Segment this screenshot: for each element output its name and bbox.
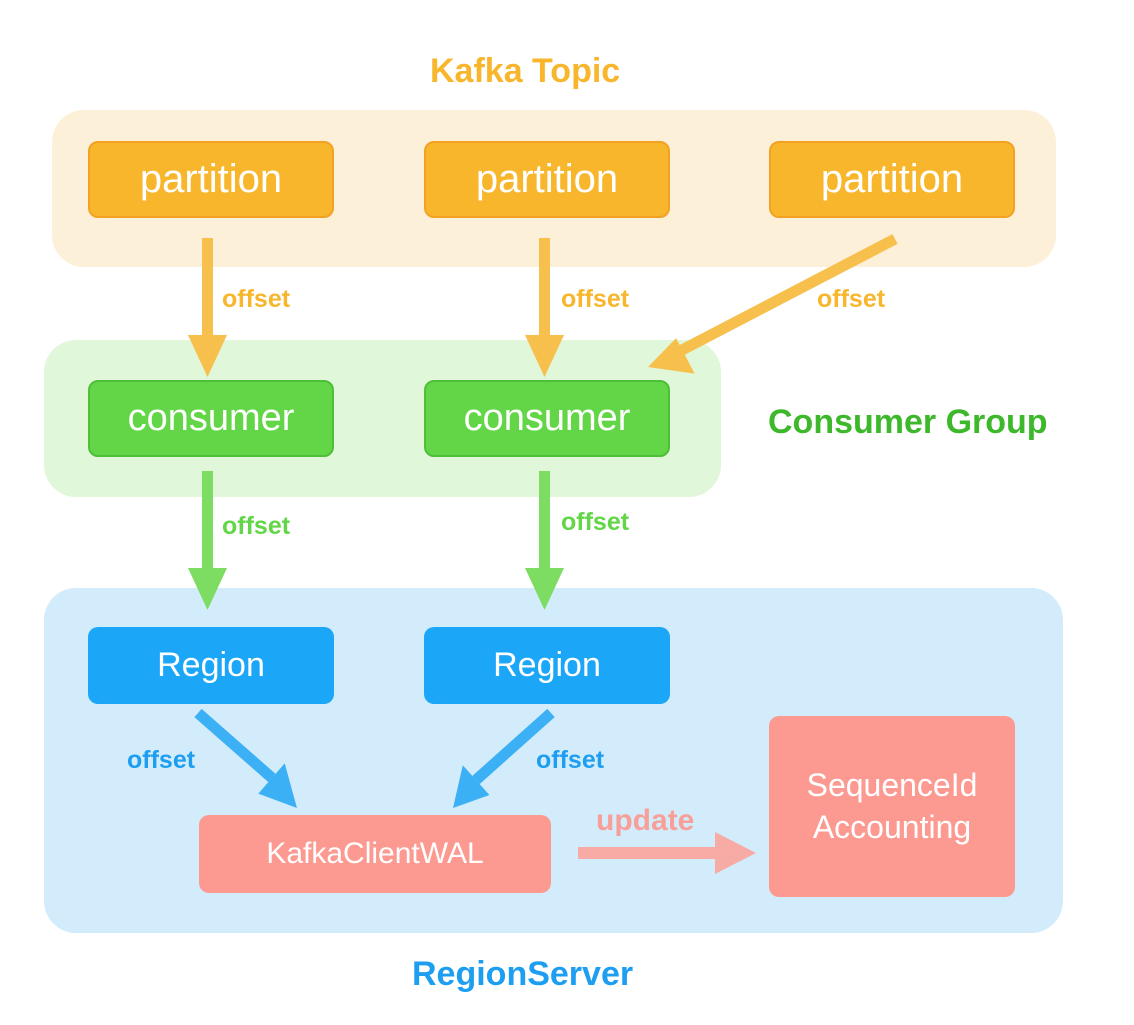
region-box-1: Region	[88, 627, 334, 704]
offset-label-partition2: offset	[561, 285, 630, 313]
arrow-region2-wal	[453, 708, 555, 808]
update-label: update	[596, 804, 695, 837]
partition-box-2: partition	[424, 141, 670, 218]
kafka-client-wal-box: KafkaClientWAL	[199, 815, 551, 893]
region-box-2: Region	[424, 627, 670, 704]
arrow-wal-sequence	[578, 832, 756, 874]
offset-label-partition1: offset	[222, 285, 291, 313]
arrow-partition2-consumer2	[525, 238, 564, 377]
arrow-consumer2-region2	[525, 471, 564, 610]
offset-label-consumer2: offset	[561, 508, 630, 536]
offset-label-region1: offset	[127, 746, 196, 774]
consumer-box-2: consumer	[424, 380, 670, 457]
kafka-topic-title: Kafka Topic	[430, 52, 621, 90]
arrow-region1-wal	[194, 708, 297, 808]
sequence-id-accounting-box: SequenceId Accounting	[769, 716, 1015, 897]
arrow-consumer1-region1	[188, 471, 227, 610]
offset-label-consumer1: offset	[222, 512, 291, 540]
offset-label-region2: offset	[536, 746, 605, 774]
region-server-title: RegionServer	[412, 955, 634, 993]
partition-box-1: partition	[88, 141, 334, 218]
offset-label-partition3: offset	[817, 285, 886, 313]
arrow-partition3-consumer2	[648, 234, 898, 374]
partition-box-3: partition	[769, 141, 1015, 218]
consumer-box-1: consumer	[88, 380, 334, 457]
arrow-partition1-consumer1	[188, 238, 227, 377]
consumer-group-title: Consumer Group	[768, 403, 1048, 441]
accounting-line: Accounting	[812, 808, 972, 845]
sequence-id-line: SequenceId	[806, 766, 978, 803]
